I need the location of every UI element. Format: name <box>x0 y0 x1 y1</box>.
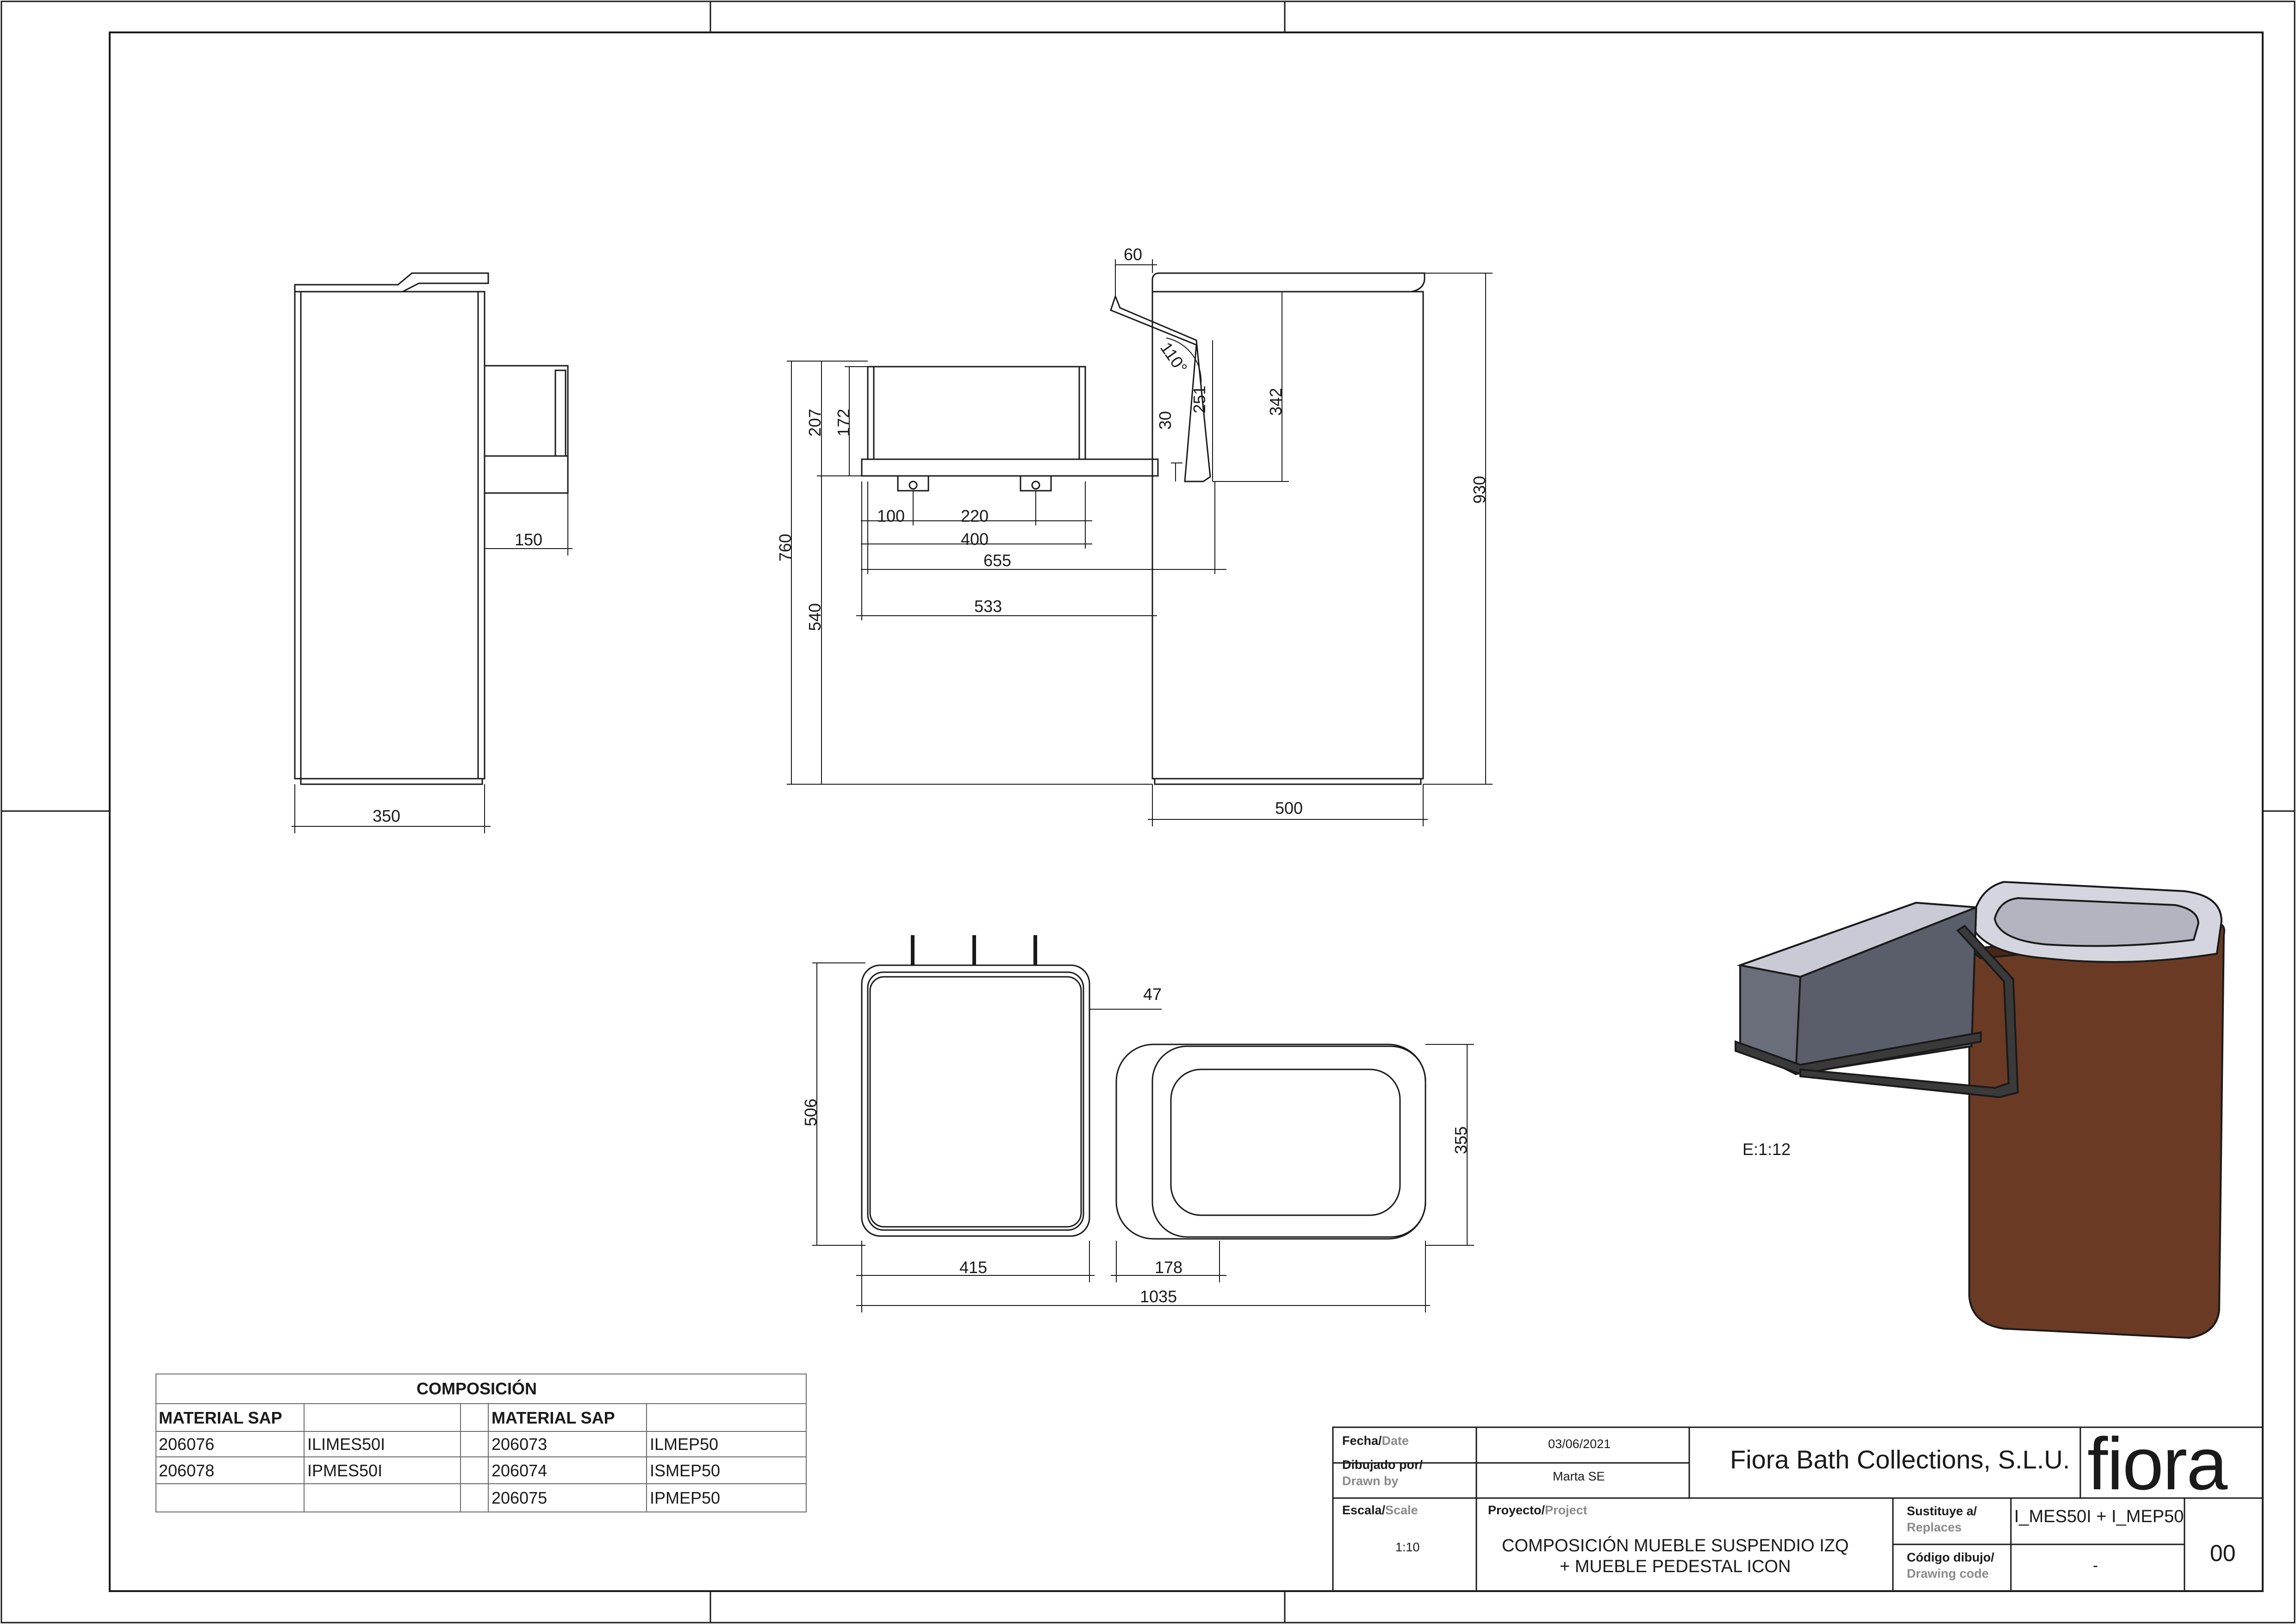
dim-top-47: 47 <box>1143 985 1162 1004</box>
composition-right-header: MATERIAL SAP <box>492 1408 615 1427</box>
drawn-by-label: Dibujado por/ <box>1342 1458 1423 1472</box>
front-dimension-lines <box>787 259 1493 826</box>
date-label: Fecha/Date <box>1342 1434 1409 1448</box>
drawing-code-value: - <box>2093 1557 2098 1574</box>
dim-front-220: 220 <box>961 506 989 525</box>
replaces-label-en: Replaces <box>1907 1520 1962 1534</box>
composition-table-grid <box>156 1374 807 1512</box>
composition-right-code: 206075 <box>492 1488 548 1507</box>
dim-front-100: 100 <box>877 506 905 525</box>
inner-border <box>109 31 2264 1592</box>
project-title-line1: COMPOSICIÓN MUEBLE SUSPENDIO IZQ <box>1502 1536 1849 1555</box>
dim-side-depth: 150 <box>515 530 543 549</box>
composition-right-code: 206074 <box>492 1461 548 1480</box>
dim-front-533: 533 <box>974 597 1002 616</box>
date-value: 03/06/2021 <box>1548 1437 1611 1451</box>
dim-top-1035: 1035 <box>1140 1287 1177 1306</box>
dim-front-655: 655 <box>983 551 1012 570</box>
front-view <box>861 272 1425 785</box>
replaces-value: I_MES50I + I_MEP50 <box>2014 1507 2184 1526</box>
drawn-by-value: Marta SE <box>1553 1469 1605 1483</box>
replaces-label: Sustituye a/ <box>1907 1504 1977 1518</box>
dim-top-355: 355 <box>1451 1126 1471 1155</box>
composition-title: COMPOSICIÓN <box>417 1379 537 1398</box>
iso-scale-label: E:1:12 <box>1742 1140 1791 1159</box>
dim-front-930: 930 <box>1470 475 1489 504</box>
dim-front-172: 172 <box>834 408 853 437</box>
dim-front-251: 251 <box>1190 385 1209 414</box>
top-view <box>861 935 1426 1240</box>
isometric-view <box>1735 881 2225 1339</box>
scale-value: 1:10 <box>1395 1540 1420 1554</box>
revision-number: 00 <box>2210 1540 2236 1566</box>
composition-left-code: 206076 <box>159 1435 215 1454</box>
dim-top-415: 415 <box>959 1258 988 1277</box>
dim-front-60: 60 <box>1124 245 1143 264</box>
composition-right-code: 206073 <box>492 1435 548 1454</box>
dim-front-30: 30 <box>1156 411 1175 430</box>
fiora-logo: fiora <box>2087 1422 2228 1505</box>
title-block-grid <box>1332 1426 2264 1592</box>
dim-top-506: 506 <box>801 1098 821 1127</box>
dim-side-width: 350 <box>373 806 401 825</box>
dim-front-760: 760 <box>776 533 795 562</box>
side-view <box>292 272 572 833</box>
dim-front-540: 540 <box>805 603 825 631</box>
drawing-code-label: Código dibujo/ <box>1907 1550 1994 1564</box>
composition-right-ref: ILMEP50 <box>650 1435 719 1454</box>
scale-label: Escala/Scale <box>1342 1503 1418 1517</box>
composition-right-ref: ISMEP50 <box>650 1461 721 1480</box>
composition-right-ref: IPMEP50 <box>650 1488 721 1507</box>
drawing-code-label-en: Drawing code <box>1907 1567 1989 1580</box>
top-dimension-lines <box>812 962 1474 1312</box>
composition-left-header: MATERIAL SAP <box>159 1408 282 1427</box>
company-name: Fiora Bath Collections, S.L.U. <box>1730 1445 2070 1474</box>
dim-front-500: 500 <box>1275 799 1303 818</box>
dim-front-400: 400 <box>961 530 989 549</box>
dim-front-207: 207 <box>805 408 825 437</box>
drawn-by-label-en: Drawn by <box>1342 1474 1399 1488</box>
composition-left-code: 206078 <box>159 1461 215 1480</box>
dim-front-342: 342 <box>1266 387 1286 416</box>
project-label: Proyecto/Project <box>1488 1503 1587 1517</box>
composition-left-ref: IPMES50I <box>307 1461 383 1480</box>
project-title-line2: + MUEBLE PEDESTAL ICON <box>1560 1557 1791 1576</box>
composition-left-ref: ILIMES50I <box>307 1435 386 1454</box>
dim-top-178: 178 <box>1155 1258 1183 1277</box>
